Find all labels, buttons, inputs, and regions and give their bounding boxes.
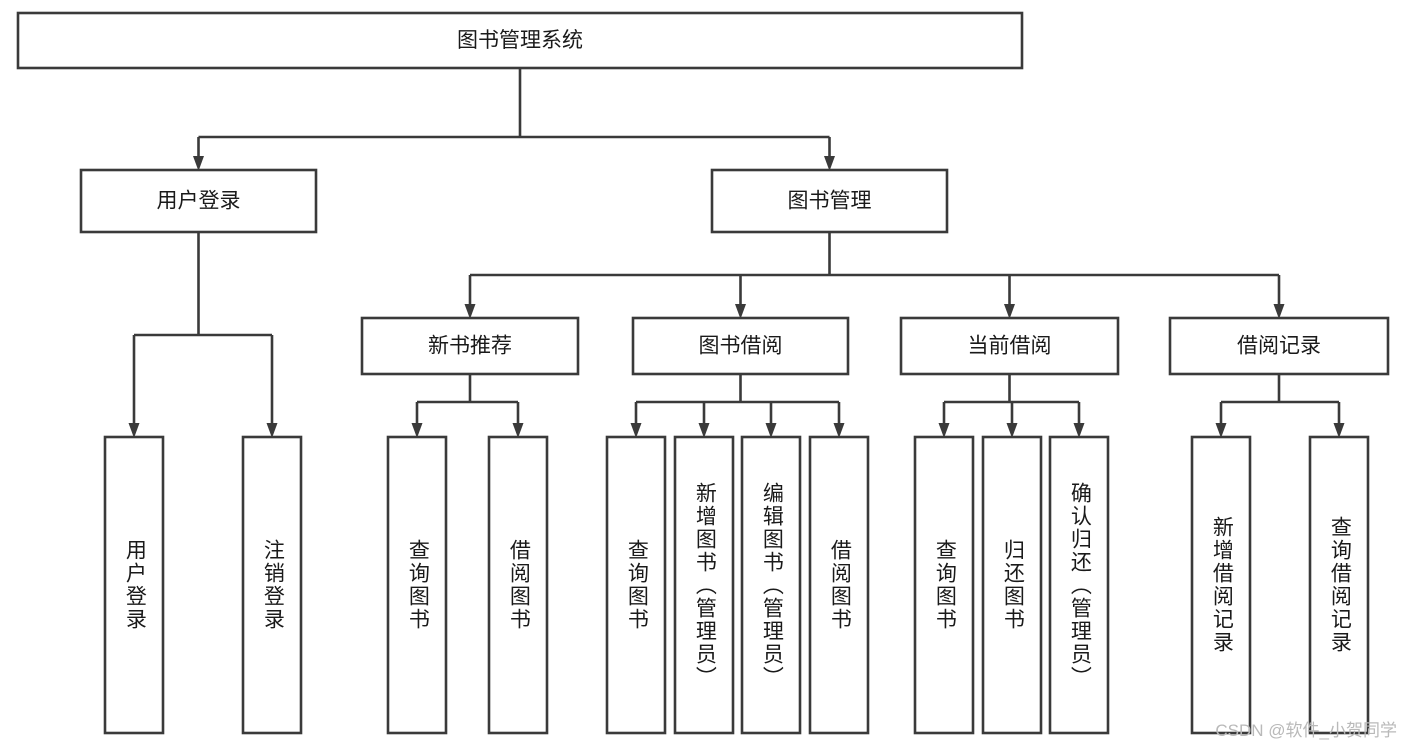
- arrow-head-icon: [765, 423, 777, 438]
- arrow-head-icon: [1273, 304, 1285, 319]
- node-label-user-login: 用户登录: [157, 190, 241, 213]
- arrow-head-icon: [698, 423, 710, 438]
- arrow-head-icon: [128, 423, 140, 438]
- node-box-user-login[interactable]: [79, 168, 318, 234]
- arrow-head-icon: [411, 423, 423, 438]
- node-box-leaf-query-borrow-record[interactable]: [1308, 435, 1370, 735]
- arrow-head-icon: [833, 423, 845, 438]
- node-box-leaf-logout-login[interactable]: [241, 435, 303, 735]
- arrow-head-icon: [1215, 423, 1227, 438]
- node-box-leaf-add-borrow-record[interactable]: [1190, 435, 1252, 735]
- arrow-head-icon: [735, 304, 746, 319]
- node-box-leaf-return-book[interactable]: [981, 435, 1043, 735]
- node-label-book-borrow: 图书借阅: [699, 335, 783, 358]
- node-box-leaf-confirm-return-admin[interactable]: [1048, 435, 1110, 735]
- node-label-root: 图书管理系统: [457, 29, 583, 52]
- node-label-new-book-recommend: 新书推荐: [428, 335, 512, 358]
- arrow-head-icon: [1333, 423, 1345, 438]
- node-box-root[interactable]: [16, 11, 1024, 70]
- arrow-head-icon: [464, 304, 476, 319]
- node-label-book-management: 图书管理: [788, 190, 872, 213]
- node-label-borrow-record: 借阅记录: [1237, 335, 1321, 358]
- node-box-new-book-recommend[interactable]: [360, 316, 580, 376]
- arrow-head-icon: [1006, 423, 1018, 438]
- arrow-head-icon: [1004, 304, 1015, 319]
- arrow-head-icon: [193, 156, 204, 171]
- node-box-book-borrow[interactable]: [631, 316, 850, 376]
- node-box-leaf-borrow-book[interactable]: [808, 435, 870, 735]
- node-box-leaf-add-book-admin[interactable]: [673, 435, 735, 735]
- arrow-head-icon: [512, 423, 524, 438]
- arrow-head-icon: [1073, 423, 1085, 438]
- node-box-leaf-query-book-borrow[interactable]: [605, 435, 667, 735]
- watermark-text: CSDN @软件_小贺同学: [1215, 721, 1397, 740]
- node-label-current-borrow: 当前借阅: [968, 335, 1052, 358]
- node-box-leaf-query-book-recommend[interactable]: [386, 435, 448, 735]
- arrow-head-icon: [266, 423, 278, 438]
- node-box-current-borrow[interactable]: [899, 316, 1120, 376]
- node-box-leaf-user-login[interactable]: [103, 435, 165, 735]
- arrow-head-icon: [824, 156, 835, 171]
- connectors-layer: [128, 68, 1345, 438]
- node-box-book-management[interactable]: [710, 168, 949, 234]
- node-box-borrow-record[interactable]: [1168, 316, 1390, 376]
- boxes-layer: [16, 11, 1390, 735]
- node-box-leaf-query-book-current[interactable]: [913, 435, 975, 735]
- arrow-head-icon: [938, 423, 950, 438]
- node-box-leaf-borrow-book-recommend[interactable]: [487, 435, 549, 735]
- node-box-leaf-edit-book-admin[interactable]: [740, 435, 802, 735]
- arrow-head-icon: [630, 423, 642, 438]
